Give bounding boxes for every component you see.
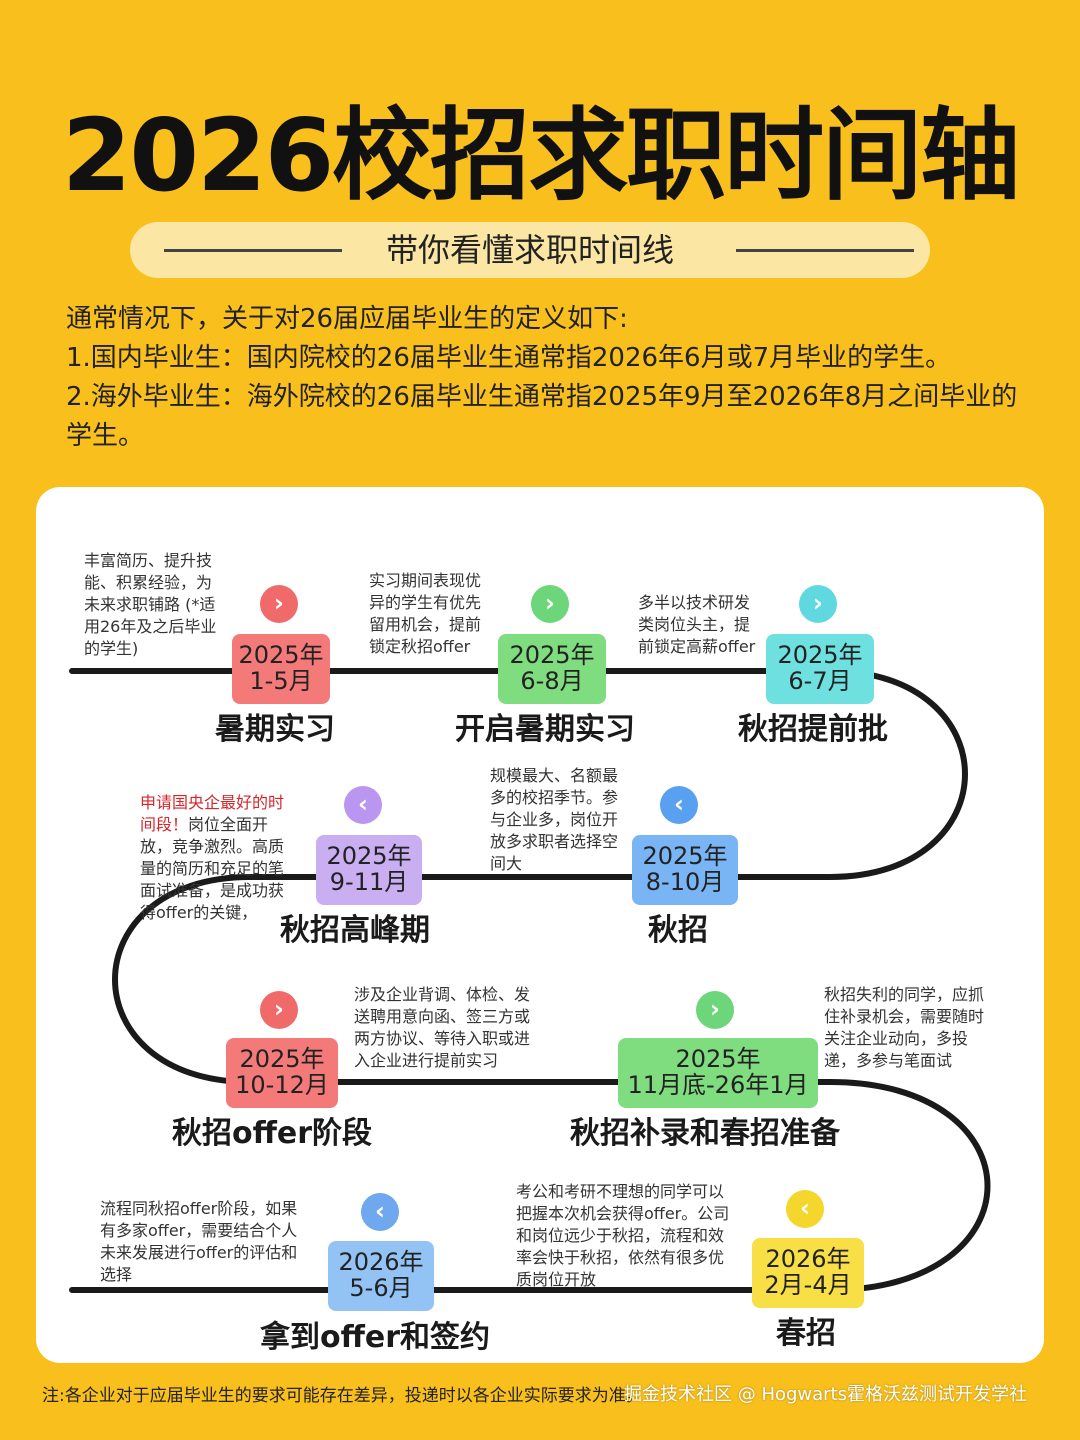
stage-label: 春招 [776, 1316, 836, 1351]
stage-description: 实习期间表现优异的学生有优先 留用机会，提前锁定秋招offer [369, 571, 482, 656]
stage-label: 暑期实习 [215, 712, 335, 747]
intro-line: 通常情况下，关于对26届应届毕业生的定义如下: [66, 304, 628, 334]
stage-label: 秋招offer阶段 [172, 1116, 373, 1151]
stage-description: 考公和考研不理想的同学可以把握本次机会获得offer。公司 和岗位远少于秋招，流… [516, 1182, 730, 1289]
chevron-right-icon: › [799, 585, 837, 623]
intro-line: 1.国内毕业生：国内院校的26届毕业生通常指2026年6月或7月毕业的学生。 [66, 343, 952, 373]
timeline-card [36, 487, 1044, 1363]
chevron-left-icon: ‹ [660, 786, 698, 824]
chevron-right-icon: › [696, 991, 734, 1029]
stage-description: 秋招失利的同学，应抓住补录机会，需要随时 关注企业动向，多投递，多参与笔面试 [824, 985, 985, 1070]
footer-note: 注:各企业对于应届毕业生的要求可能存在差异，投递时以各企业实际要求为准。 [42, 1386, 643, 1406]
stage-description: 流程同秋招offer阶段，如果有多家offer，需要结合个人 未来发展进行off… [100, 1199, 298, 1284]
chevron-right-icon: › [260, 585, 298, 623]
stage-label: 秋招提前批 [738, 712, 888, 747]
intro-line: 学生。 [66, 421, 145, 451]
stage-description: 申请国央企最好的时 间段！岗位全面开 放，竞争激烈。高质 量的简历和充足的笔 面… [140, 793, 285, 922]
stage-label: 秋招补录和春招准备 [570, 1116, 840, 1151]
stage-label: 秋招高峰期 [280, 913, 430, 948]
chevron-left-icon: ‹ [361, 1193, 399, 1231]
subtitle-left-line [164, 249, 342, 252]
chevron-left-icon: ‹ [344, 786, 382, 824]
subtitle-right-line [736, 249, 914, 252]
chevron-right-icon: › [531, 585, 569, 623]
stage-description: 规模最大、名额最多的校招季节。参 与企业多，岗位开放多求职者选择空 间大 [490, 766, 619, 873]
intro-line: 2.海外毕业生：海外院校的26届毕业生通常指2025年9月至2026年8月之间毕… [66, 382, 1018, 412]
stage-description: 多半以技术研发类岗位头主，提 前锁定高薪offer [638, 593, 756, 656]
stage-label: 拿到offer和签约 [260, 1320, 491, 1355]
subtitle-banner: 带你看懂求职时间线 [130, 222, 930, 278]
subtitle-text: 带你看懂求职时间线 [385, 231, 674, 269]
chevron-left-icon: ‹ [786, 1190, 824, 1228]
page-title: 2026校招求职时间轴 [61, 97, 1020, 214]
intro-text: 通常情况下，关于对26届应届毕业生的定义如下: 1.国内毕业生：国内院校的26届… [66, 300, 1056, 456]
watermark: 掘金技术社区 @ Hogwarts霍格沃兹测试开发学社 [624, 1384, 1028, 1405]
stage-label: 开启暑期实习 [455, 712, 635, 747]
stage-description: 涉及企业背调、体检、发送聘用意向函、签三方或 两方协议、等待入职或进入企业进行提… [354, 985, 531, 1070]
stage-description: 丰富简历、提升技能、积累经验，为 未来求职铺路 (*适用26年及之后毕业 的学生… [84, 551, 217, 658]
stage-label: 秋招 [648, 913, 708, 948]
chevron-right-icon: › [260, 991, 298, 1029]
